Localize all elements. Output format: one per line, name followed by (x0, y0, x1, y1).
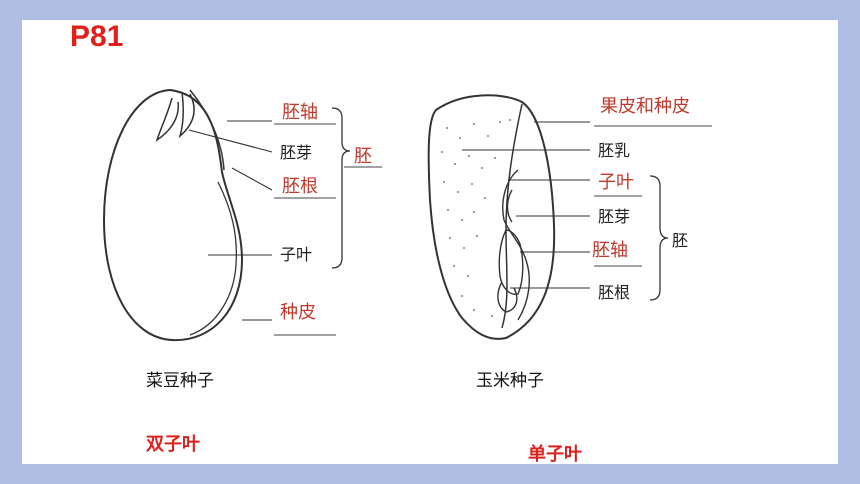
corn-hypocotyl-label: 胚轴 (592, 240, 628, 261)
corn-seed-caption: 玉米种子 (476, 371, 544, 391)
page-number: P81 (70, 20, 124, 53)
corn-pericarp-seed-coat-label: 果皮和种皮 (600, 96, 690, 117)
bean-seed-drawing (102, 88, 244, 342)
bean-seed-caption: 菜豆种子 (146, 371, 214, 391)
bean-seed-coat-label: 种皮 (280, 302, 316, 323)
bean-underlines (274, 123, 382, 336)
bean-hypocotyl-label: 胚轴 (282, 102, 318, 123)
corn-endosperm-dots (437, 119, 511, 317)
seed-structure-diagram: 胚轴 胚芽 胚根 子叶 种皮 胚 (102, 88, 712, 342)
bean-radicle-label: 胚根 (282, 176, 318, 197)
corn-embryo-drawing (497, 169, 530, 321)
bean-embryo-label: 胚 (354, 146, 372, 167)
dicot-label: 双子叶 (146, 434, 200, 455)
corn-underlines (594, 125, 712, 267)
monocot-label: 单子叶 (528, 444, 582, 464)
corn-embryo-bracket (649, 175, 669, 301)
corn-leader-lines (462, 121, 590, 289)
slide: P81 胚轴 胚芽 (22, 20, 838, 464)
corn-seed-drawing (427, 94, 556, 340)
corn-embryo-label: 胚 (672, 231, 688, 250)
corn-plumule-label: 胚芽 (598, 207, 630, 226)
corn-radicle-label: 胚根 (598, 283, 630, 302)
corn-cotyledon-label: 子叶 (598, 172, 634, 193)
corn-endosperm-label: 胚乳 (598, 141, 630, 160)
bean-embryo-bracket (331, 107, 351, 269)
bean-leader-lines (188, 120, 273, 321)
bean-plumule-label: 胚芽 (280, 143, 312, 162)
bean-cotyledon-label: 子叶 (280, 245, 312, 264)
